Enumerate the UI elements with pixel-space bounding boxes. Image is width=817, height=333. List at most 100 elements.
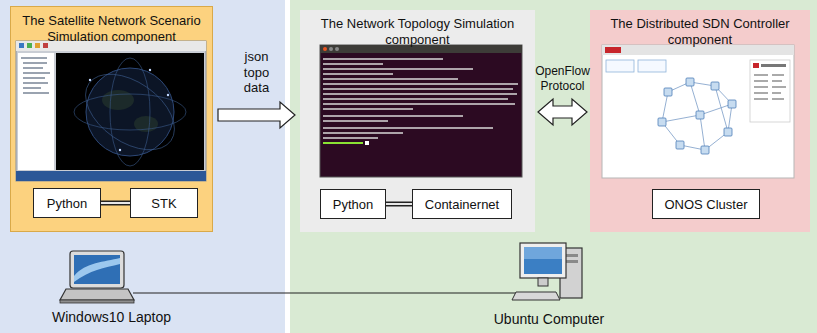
toolbar-icon	[19, 43, 24, 48]
switch-icon	[728, 100, 736, 108]
screen-highlight	[524, 247, 562, 259]
switch-icon	[676, 141, 684, 149]
device-region: Ubuntu Computer The Network Topology Simu…	[290, 0, 817, 333]
panel-title: The Satellite Network Scenario Simulatio…	[11, 7, 212, 46]
terminal-line	[323, 88, 513, 90]
terminal-line	[323, 127, 493, 129]
laptop-screen	[74, 255, 120, 284]
module-box: ONOS Cluster	[652, 189, 760, 219]
terminal-window	[320, 45, 522, 177]
terminal-line	[323, 132, 403, 134]
laptop-icon	[60, 251, 134, 303]
device-label: Ubuntu Computer	[494, 311, 605, 327]
toolbar-icon	[27, 43, 32, 48]
terminal-line	[323, 98, 508, 100]
satellite-dot	[89, 79, 91, 81]
panel-row	[754, 98, 768, 100]
panel-row	[772, 80, 782, 82]
side-panel	[18, 53, 54, 170]
terminal-lines	[323, 58, 518, 139]
terminal-line	[323, 63, 383, 65]
terminal-line	[323, 93, 517, 95]
panel-row	[772, 86, 786, 88]
laptop-base	[60, 289, 134, 300]
device-region: Windows10 Laptop The Satellite Network Sc…	[0, 0, 285, 333]
block-arrow	[218, 102, 295, 128]
terminal-line	[323, 137, 378, 139]
double-line-inner	[386, 203, 412, 205]
topology-link	[690, 82, 715, 86]
monitor-stand	[538, 278, 548, 286]
panel-icon	[753, 63, 759, 68]
terminal-line	[323, 115, 463, 117]
onos-logo	[605, 47, 621, 53]
terminal-line	[323, 108, 413, 110]
switch-icon	[701, 146, 709, 154]
tree-line	[21, 57, 47, 59]
terminal-prompt	[323, 142, 363, 144]
module-box: Python	[320, 189, 386, 219]
topology-links	[662, 82, 732, 150]
satellite-dot	[119, 149, 121, 151]
tree-line	[23, 67, 43, 69]
device-label: Windows10 Laptop	[52, 309, 171, 325]
summary-card	[606, 60, 634, 72]
toolbar-icon	[35, 43, 40, 48]
globe-view	[56, 53, 204, 170]
topology-link	[715, 86, 728, 132]
topology-link	[700, 115, 705, 150]
component-panel: The Network Topology Simulation componen…	[300, 10, 535, 232]
switch-icon	[711, 82, 719, 90]
module-label: Containernet	[425, 197, 499, 212]
laptop-edge	[60, 300, 134, 303]
computer-icon	[512, 243, 582, 300]
topology-link	[680, 145, 705, 150]
double-line-link	[386, 204, 412, 205]
edge-label-holder: json topo data	[239, 49, 275, 96]
block-arrow-shape	[538, 99, 587, 125]
module-box: Containernet	[412, 189, 512, 219]
module-label: Python	[47, 196, 87, 211]
module-box: Python	[33, 188, 101, 218]
monitor	[520, 243, 566, 278]
continent	[102, 90, 134, 110]
topology-link	[668, 82, 690, 92]
tree-line	[23, 87, 41, 89]
tree-line	[23, 82, 48, 84]
title-bar	[320, 45, 522, 53]
orbit-line	[74, 94, 186, 130]
component-panel: The Distributed SDN Controller component…	[590, 10, 810, 232]
panel-row	[754, 92, 768, 94]
globe	[86, 68, 174, 156]
block-arrow	[538, 99, 587, 125]
keyboard	[512, 292, 560, 300]
topology-link	[662, 92, 668, 122]
panel-row	[772, 92, 781, 94]
topology-link	[715, 86, 732, 104]
block-arrow-shape	[218, 102, 295, 128]
panel-row	[772, 98, 784, 100]
terminal-line	[323, 68, 473, 70]
topology-link	[662, 122, 680, 145]
topology-link	[662, 115, 700, 122]
switch-icon	[696, 111, 704, 119]
edge-label: OpenFlow Protocol	[534, 64, 592, 93]
module-label: STK	[151, 196, 176, 211]
taskbar	[16, 171, 206, 181]
panel-title: The Distributed SDN Controller component	[590, 10, 810, 49]
module-box: STK	[130, 188, 198, 218]
monitor-screen	[524, 247, 562, 274]
toolbar-icon	[43, 43, 48, 48]
component-panel: The Satellite Network Scenario Simulatio…	[10, 6, 213, 232]
terminal-line	[323, 78, 458, 80]
switch-icon	[658, 118, 666, 126]
tree-line	[23, 92, 49, 94]
switch-icon	[686, 78, 694, 86]
tree-line	[23, 62, 47, 64]
module-label: Python	[333, 197, 373, 212]
window-button	[329, 47, 333, 51]
double-line-link	[101, 203, 130, 204]
